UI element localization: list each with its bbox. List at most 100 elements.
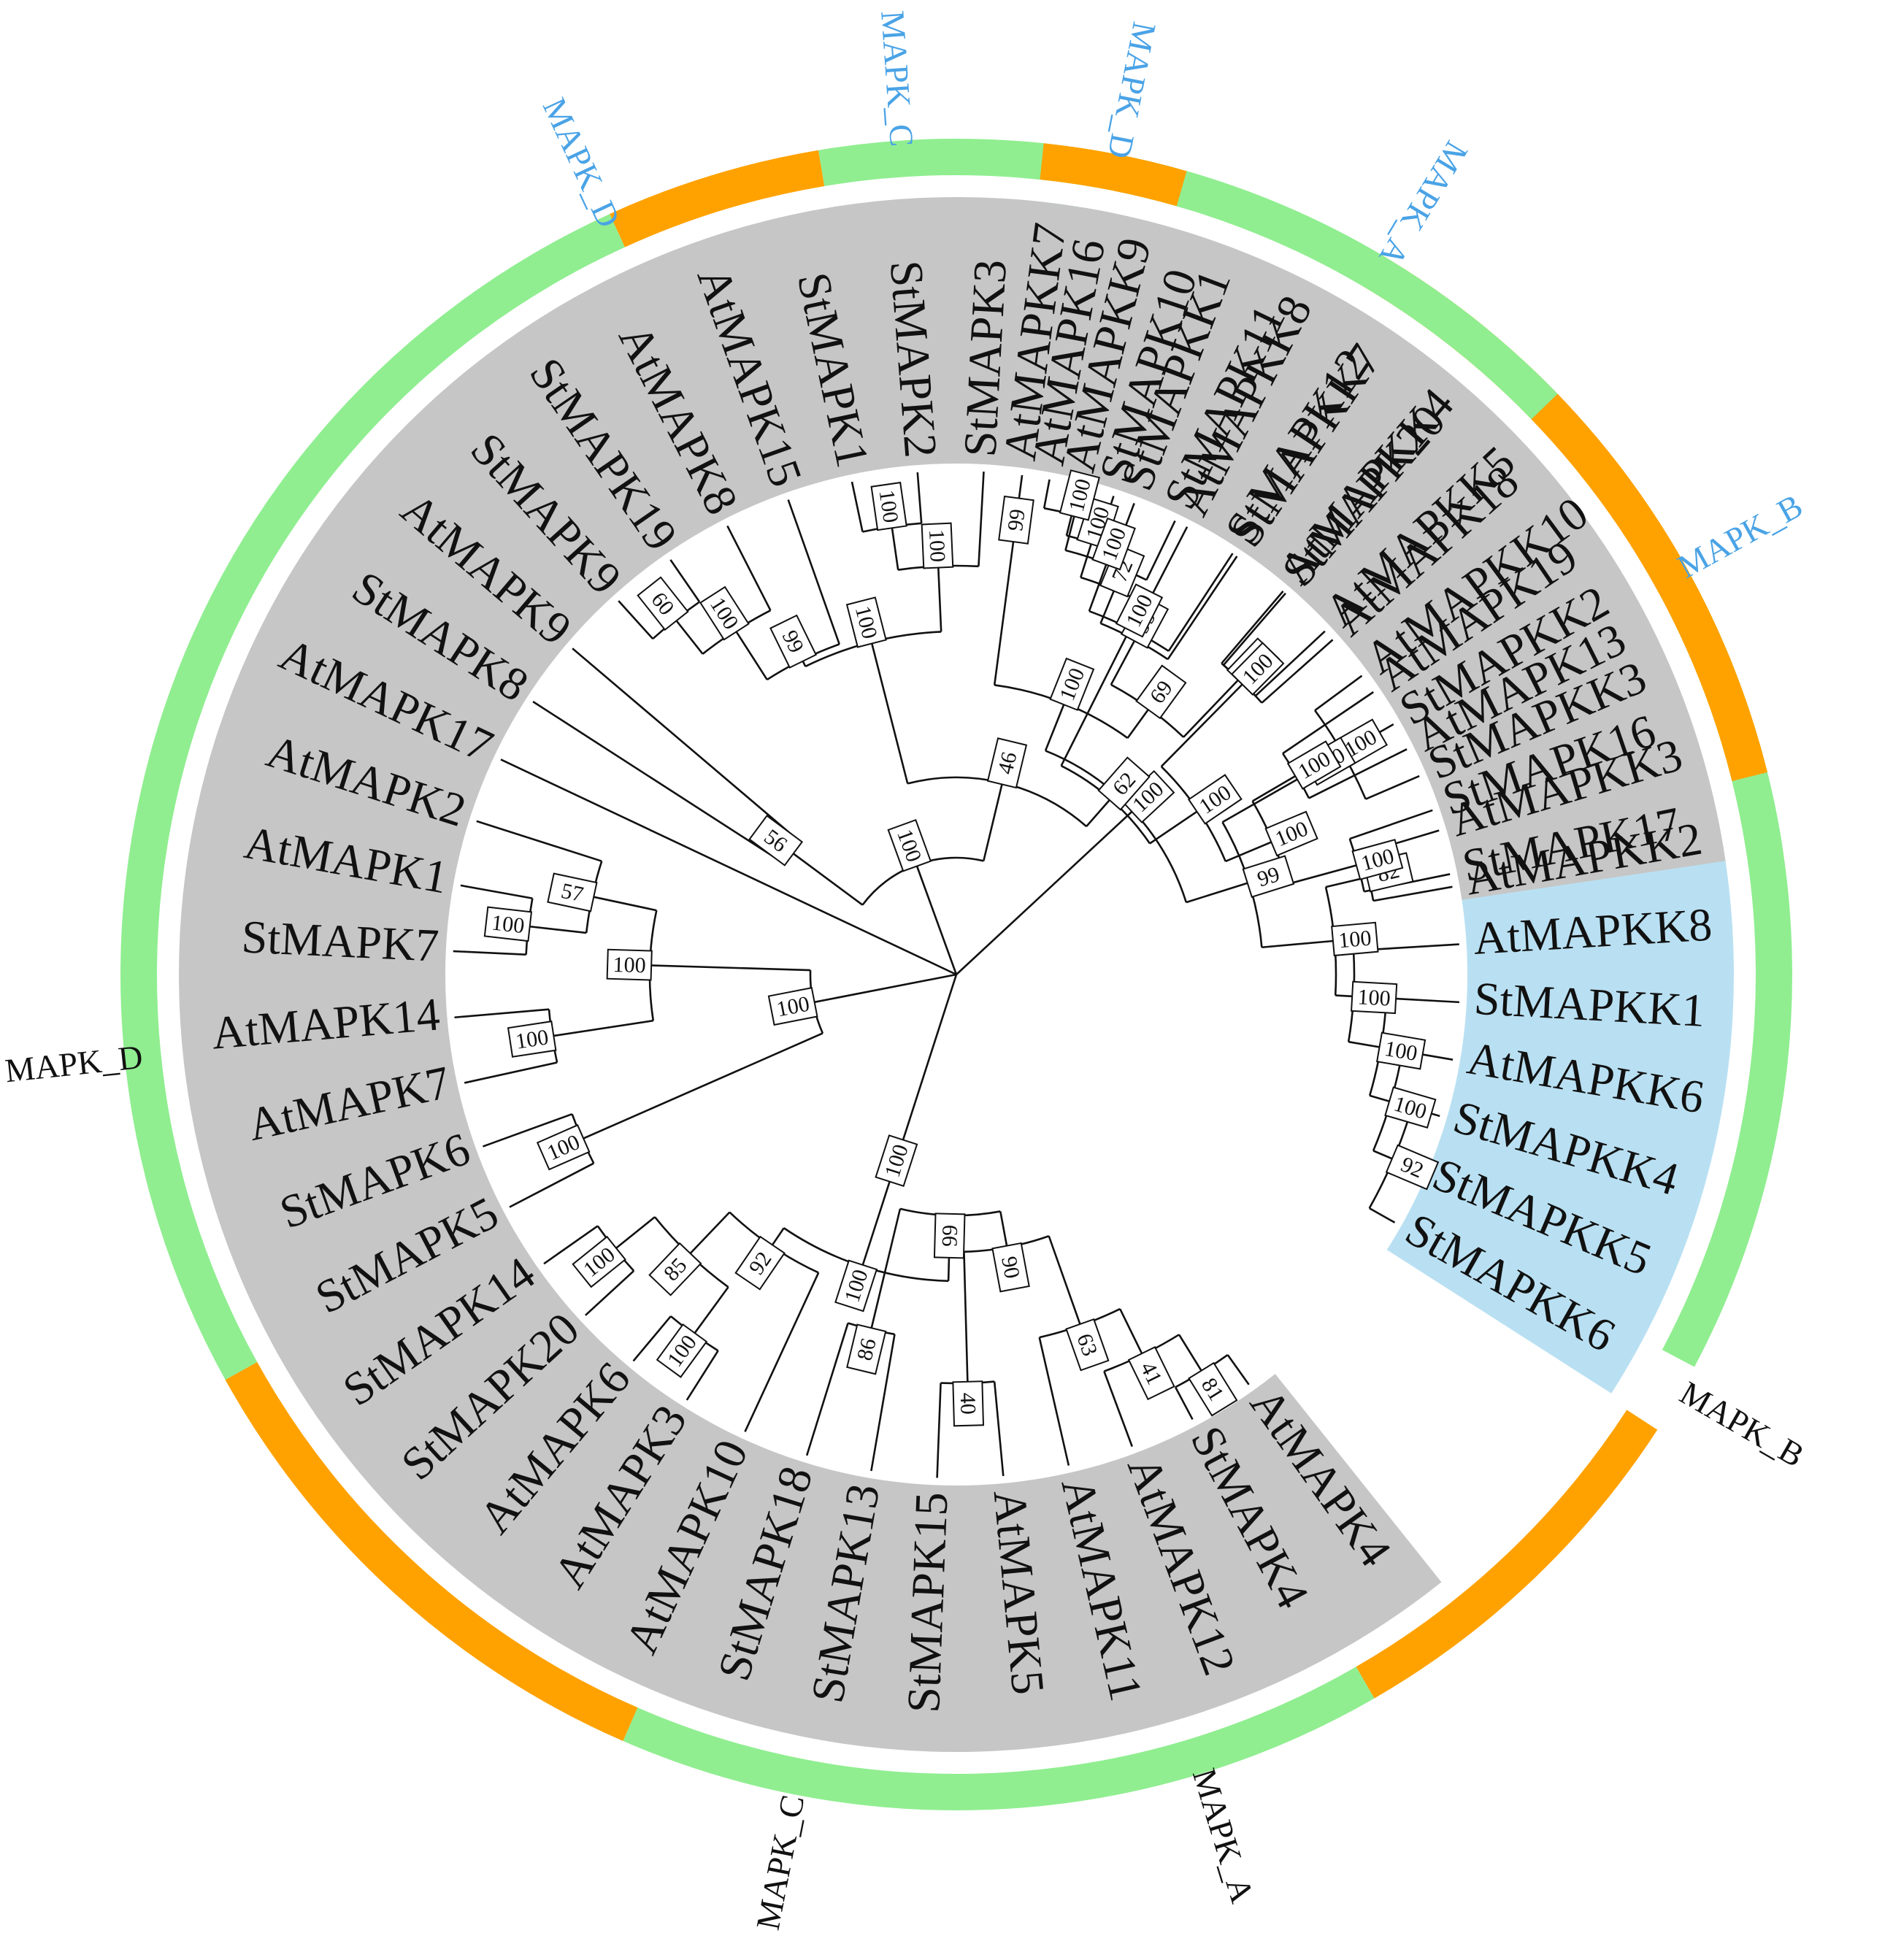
tree-branch	[1186, 881, 1250, 904]
bootstrap-box	[1375, 1031, 1427, 1070]
tree-branch	[1145, 526, 1189, 605]
tree-branch	[1088, 563, 1108, 612]
tree-branch	[870, 1334, 896, 1472]
bootstrap-node: 100	[606, 948, 653, 981]
tree-branch	[1349, 809, 1433, 840]
tree-branch	[532, 701, 786, 865]
tree-branch	[999, 1211, 1008, 1248]
subgroup-label: MAPK_D	[536, 92, 628, 233]
subgroup-label: MAPK_C	[874, 9, 921, 148]
tree-branch	[850, 481, 864, 532]
tree-branch	[1369, 1207, 1396, 1223]
tree-branch	[1167, 553, 1234, 652]
tree-branch	[476, 820, 602, 862]
tree-branch	[453, 950, 526, 956]
bootstrap-value: 99	[937, 1224, 962, 1247]
subgroup-label: MAPK_A	[1372, 135, 1475, 272]
bootstrap-node: 100	[845, 596, 887, 648]
tree-branch	[1372, 1150, 1394, 1161]
ring-segment	[818, 138, 1044, 187]
bootstrap-node: 69	[1135, 664, 1187, 720]
bootstrap-value: 86	[853, 1336, 881, 1363]
bootstrap-box	[767, 987, 818, 1026]
tree-branch	[1251, 775, 1297, 802]
tree-branch	[686, 1350, 719, 1401]
tree-branch	[734, 630, 768, 680]
tree-branch	[993, 1381, 1005, 1477]
bootstrap-node: 100	[656, 1323, 708, 1378]
bootstrap-box	[648, 1242, 702, 1296]
bootstrap-node: 92	[734, 1235, 786, 1291]
tree-branch	[1145, 520, 1176, 581]
tree-branch	[813, 973, 957, 1004]
tree-branch	[1386, 997, 1460, 1004]
bootstrap-box	[572, 1235, 626, 1288]
tree-branch	[1110, 639, 1136, 685]
bootstrap-node: 100	[921, 522, 954, 569]
bootstrap-node: 100	[875, 1134, 918, 1188]
leaf-label: StMAPKK1	[1472, 972, 1706, 1037]
subgroup-label: MAPK_A	[1186, 1764, 1262, 1907]
bootstrap-node: 100	[1331, 921, 1379, 957]
tree-branch	[552, 1019, 653, 1037]
bootstrap-value: 100	[875, 488, 903, 524]
bootstrap-box	[991, 1242, 1030, 1293]
bootstrap-box	[536, 1123, 591, 1171]
bootstrap-box	[1188, 1361, 1238, 1417]
subgroup-ring	[120, 138, 1792, 1810]
bootstrap-box	[1115, 583, 1164, 638]
bootstrap-box	[887, 818, 932, 872]
bootstrap-box	[1242, 855, 1295, 899]
bootstrap-box	[606, 948, 653, 981]
tree-branch	[1221, 591, 1284, 664]
bootstrap-box	[998, 495, 1034, 545]
bootstrap-box	[834, 1259, 878, 1313]
tree-branch	[956, 810, 1134, 975]
bootstrap-node: 99	[933, 1212, 966, 1259]
tree-branch	[581, 1032, 823, 1140]
bootstrap-node: 90	[991, 1242, 1030, 1293]
bootstrap-node: 60	[637, 576, 689, 631]
ring-segment	[1040, 143, 1187, 207]
bootstrap-box	[483, 906, 533, 942]
bootstrap-box	[1065, 1318, 1110, 1372]
tree-branch	[572, 647, 802, 843]
bootstrap-box	[748, 815, 804, 866]
bootstrap-value: 40	[956, 1392, 980, 1415]
bootstrap-box	[875, 1134, 918, 1188]
tree-branch	[650, 964, 811, 972]
bootstrap-node: 100	[1375, 1031, 1427, 1070]
tree-branch	[454, 1008, 550, 1019]
bootstrap-node: 92	[1385, 1144, 1440, 1191]
tree-branch	[1369, 1094, 1391, 1103]
tree-branch	[993, 539, 1015, 685]
tree-branch	[632, 1315, 672, 1362]
bootstrap-box	[1230, 642, 1285, 696]
bootstrap-box	[1097, 756, 1151, 811]
bootstrap-node: 100	[1059, 469, 1100, 521]
tree-branch	[1099, 589, 1116, 624]
subgroup-label: MAPK_D	[1100, 19, 1163, 161]
bootstrap-value: 100	[491, 910, 526, 938]
bootstrap-box	[637, 576, 689, 631]
bootstrap-box	[1127, 1346, 1175, 1401]
bootstrap-node: 100	[1187, 774, 1243, 825]
tree-branch	[978, 471, 985, 566]
tree-branch	[1287, 864, 1359, 885]
bootstrap-box	[952, 1380, 985, 1427]
bootstrap-node: 57	[547, 872, 598, 912]
bootstrap-node: 63	[1065, 1318, 1110, 1372]
leaf-label: StMAPK15	[897, 1491, 958, 1714]
tree-branch	[1261, 639, 1334, 704]
tree-branches	[453, 471, 1460, 1478]
tree-branch	[1060, 628, 1132, 766]
bootstrap-box	[769, 614, 818, 669]
tree-branch	[787, 499, 840, 645]
tree-branch	[669, 559, 701, 603]
tree-branch	[1221, 770, 1312, 823]
tree-branch	[1183, 678, 1240, 738]
ring-segment	[225, 1361, 638, 1742]
bootstrap-value: 100	[514, 1025, 550, 1053]
bootstrap-node: 100	[1264, 810, 1318, 857]
bootstrap-value: 100	[1337, 926, 1372, 953]
